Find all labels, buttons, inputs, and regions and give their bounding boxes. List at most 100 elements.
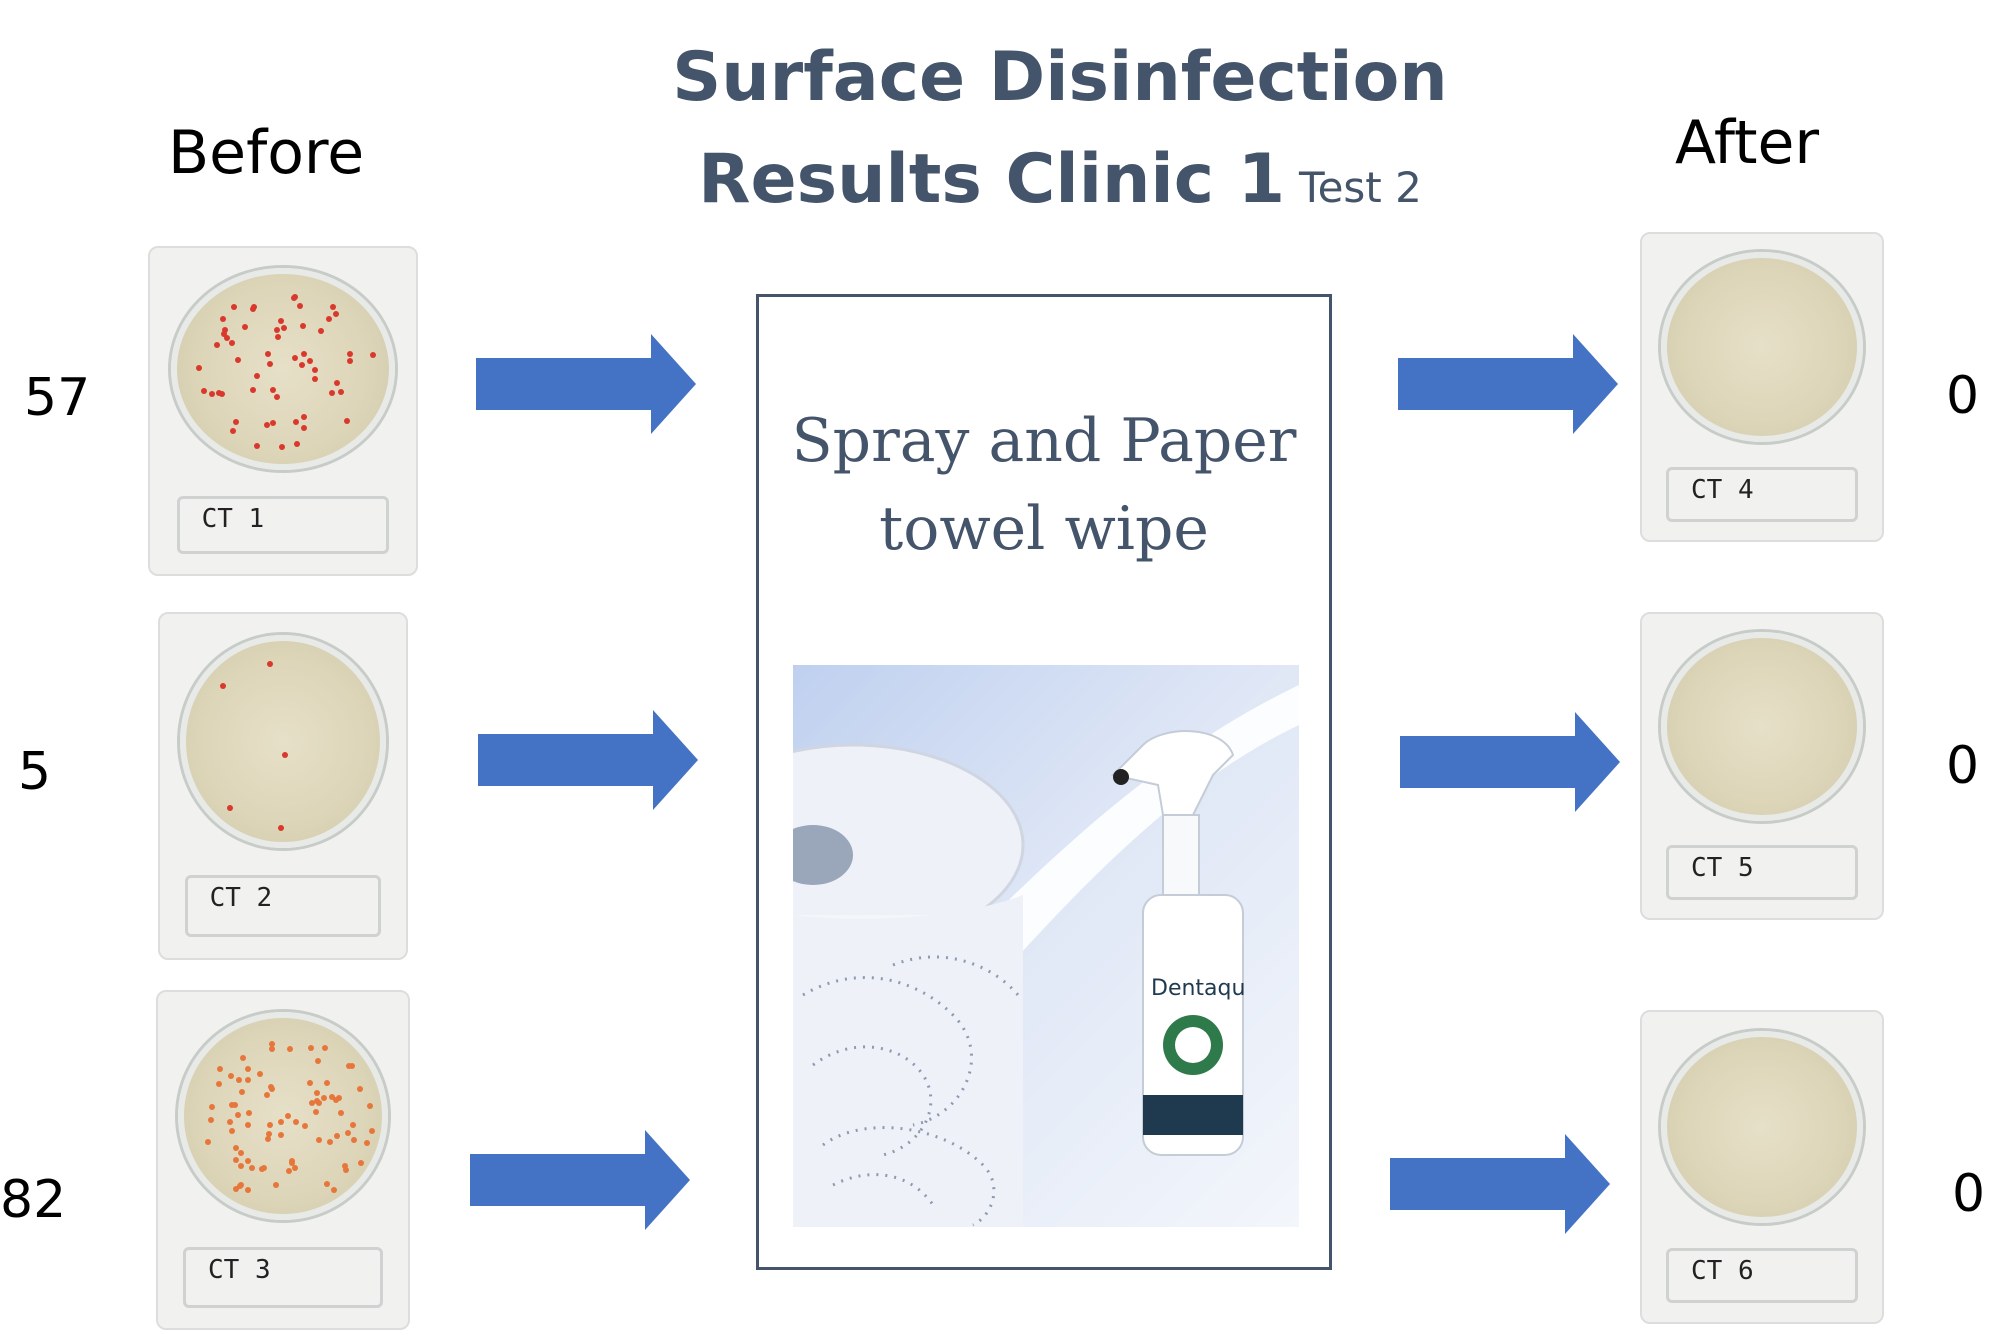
colony-dot [324, 1180, 331, 1187]
before-heading: Before [168, 118, 365, 188]
colony-dot [264, 1092, 271, 1099]
colony-dot [195, 364, 202, 371]
colony-dot [343, 1167, 350, 1174]
colony-dot [222, 327, 229, 334]
colony-dot [235, 356, 242, 363]
colony-dot [277, 1118, 284, 1125]
after-plate-2: CT 5 [1640, 612, 1884, 920]
after-heading: After [1675, 108, 1820, 178]
colony-dot [226, 805, 233, 812]
colony-dot [272, 1182, 279, 1189]
colony-dot [226, 1118, 233, 1125]
colony-dot [249, 1164, 256, 1171]
colony-dot [267, 361, 274, 368]
colony-dot [264, 422, 271, 429]
petri-dish [1661, 252, 1863, 443]
colony-dot [219, 390, 226, 397]
colony-dot [232, 418, 239, 425]
arrow-right-icon [470, 1130, 690, 1230]
colony-dot [266, 1131, 273, 1138]
colony-dot [345, 1062, 352, 1069]
colony-dot [267, 661, 274, 668]
colony-dot [240, 1054, 247, 1061]
colony-dot [229, 1101, 236, 1108]
colony-dot [216, 390, 223, 397]
colony-dot [270, 386, 277, 393]
plate-label: CT 5 [1666, 845, 1858, 900]
method-text-line1: Spray and Paper [791, 406, 1297, 476]
petri-dish [1661, 1030, 1863, 1223]
colony-dot [264, 350, 271, 357]
colony-dot [215, 1080, 222, 1087]
colony-dot [313, 1090, 320, 1097]
colony-dot [312, 1109, 319, 1116]
before-plate-1: CT 1 [148, 246, 418, 576]
colony-dot [213, 342, 220, 349]
before-count-2: 5 [18, 742, 52, 802]
colony-dot [208, 1117, 215, 1124]
colony-dot [300, 322, 307, 329]
plate-label: CT 6 [1666, 1247, 1858, 1304]
colony-dot [333, 310, 340, 317]
plate-label: CT 4 [1666, 466, 1858, 522]
colony-dot [370, 352, 377, 359]
colony-dot [208, 390, 215, 397]
colony-dot [237, 1149, 244, 1156]
colony-dot [205, 1139, 212, 1146]
colony-dot [236, 1183, 243, 1190]
colony-dot [323, 1079, 330, 1086]
colony-dot [321, 1095, 328, 1102]
colony-dot [287, 1046, 294, 1053]
colony-dot [278, 1132, 285, 1139]
page-title-line1: Surface Disinfection [672, 38, 1448, 117]
colony-dot [279, 443, 286, 450]
colony-dot [282, 752, 289, 759]
colony-dot [291, 1165, 298, 1172]
colony-dot [244, 1076, 251, 1083]
colony-dot [269, 1040, 276, 1047]
colony-dot [264, 1135, 271, 1142]
colony-dot [275, 334, 282, 341]
colony-dot [200, 387, 207, 394]
petri-dish [178, 1012, 388, 1221]
colony-dot [306, 1079, 313, 1086]
colony-dot [277, 317, 284, 324]
colony-dot [368, 1128, 375, 1135]
colony-dot [322, 1044, 329, 1051]
petri-dish [1661, 632, 1863, 821]
colony-dot [346, 358, 353, 365]
colony-dot [269, 419, 276, 426]
colony-dot [301, 413, 308, 420]
colony-dot [232, 1144, 239, 1151]
colony-dot [224, 334, 231, 341]
colony-dot [364, 1140, 371, 1147]
bottle-brand-label: Dentaqu [1151, 976, 1245, 1001]
colony-dot [285, 1168, 292, 1175]
colony-dot [220, 316, 227, 323]
before-plate-3: CT 3 [156, 990, 410, 1330]
colony-dot [244, 1186, 251, 1193]
colony-dot [334, 1132, 341, 1139]
colony-dot [333, 379, 340, 386]
colony-dot [234, 1111, 241, 1118]
colony-dot [308, 1045, 315, 1052]
spray-and-towel-illustration: Dentaqu [793, 685, 1299, 1227]
before-count-3: 82 [0, 1170, 67, 1230]
petri-dish [171, 267, 395, 470]
colony-dot [315, 1058, 322, 1065]
colony-dot [301, 1123, 308, 1130]
before-count-1: 57 [24, 368, 91, 428]
colony-dot [326, 1138, 333, 1145]
colony-dot [311, 367, 318, 374]
colony-dot [293, 419, 300, 426]
colony-dot [233, 1156, 240, 1163]
colony-dot [274, 327, 281, 334]
colony-dot [245, 1066, 252, 1073]
colony-dot [280, 324, 287, 331]
plate-label: CT 2 [184, 875, 382, 938]
after-count-2: 0 [1946, 736, 1980, 796]
after-plate-3: CT 6 [1640, 1010, 1884, 1324]
colony-dot [297, 303, 304, 310]
colony-dot [238, 1163, 245, 1170]
